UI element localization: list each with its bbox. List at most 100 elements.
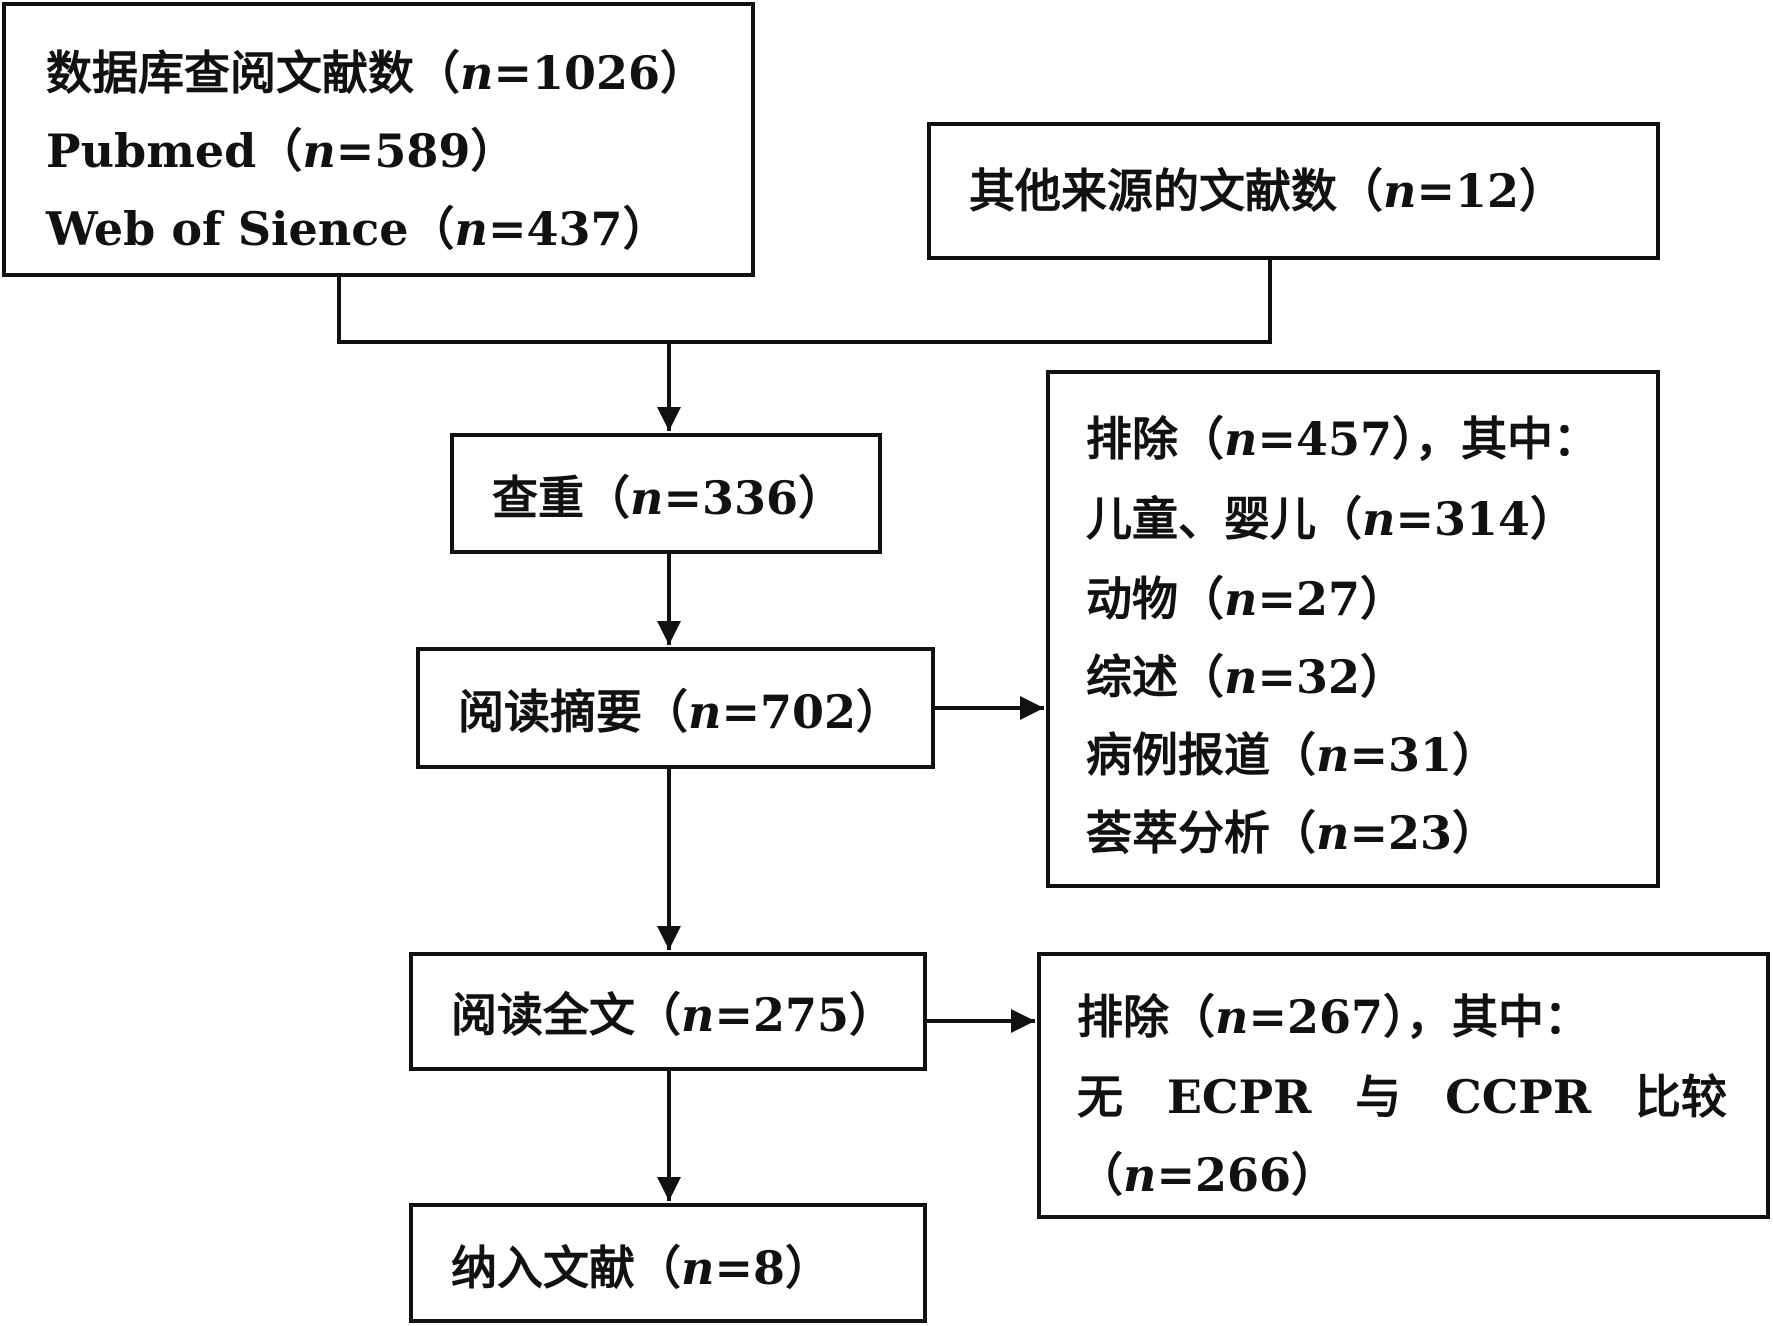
- source-count: 589: [374, 124, 471, 178]
- pubmed-line: Pubmed（n=589）: [46, 128, 516, 174]
- n-symbol: n: [681, 1241, 715, 1295]
- dedup-count: 336: [702, 471, 799, 525]
- reason-count: 31: [1388, 728, 1453, 782]
- exclusion-count: 457: [1296, 412, 1393, 466]
- n-symbol: n: [302, 124, 336, 178]
- paren-close: ）: [1530, 492, 1577, 546]
- deduplication-box: 查重（n=336）: [450, 433, 882, 554]
- exclusion-suffix: ，其中：: [1406, 990, 1591, 1044]
- equals: =: [1156, 1148, 1195, 1202]
- dedup-line: 查重（n=336）: [492, 475, 844, 521]
- included-count: 8: [753, 1241, 786, 1295]
- reason-word: 与: [1355, 1070, 1402, 1124]
- equals: =: [714, 988, 753, 1042]
- paren-open: （: [635, 988, 681, 1042]
- reason-count: 266: [1195, 1148, 1292, 1202]
- paren-close: ）: [1452, 728, 1499, 782]
- paren-close: ）: [470, 124, 517, 178]
- paren-close: ）: [660, 46, 707, 100]
- other-sources-line: 其他来源的文献数（n=12）: [969, 168, 1565, 214]
- paren-open: （: [1316, 492, 1362, 546]
- n-symbol: n: [1224, 412, 1258, 466]
- paren-open: （: [256, 124, 303, 178]
- reason-label: 荟萃分析: [1086, 806, 1270, 860]
- exclusion-reason: 动物（n=27）: [1086, 576, 1406, 622]
- n-symbol: n: [1383, 164, 1417, 218]
- equals: =: [493, 46, 532, 100]
- abstract-exclusion-box: 排除（n=457），其中： 儿童、婴儿（n=314） 动物（n=27） 综述（n…: [1046, 370, 1660, 888]
- exclusion-reason: 病例报道（n=31）: [1086, 732, 1498, 778]
- other-sources-title: 其他来源的文献数: [969, 164, 1337, 218]
- paren-close: ）: [1291, 1148, 1338, 1202]
- paren-close: ）: [622, 202, 669, 256]
- n-symbol: n: [1224, 650, 1258, 704]
- exclusion-count: 267: [1287, 990, 1384, 1044]
- paren-close: ）: [849, 988, 896, 1042]
- n-symbol: n: [681, 988, 715, 1042]
- paren-open: （: [584, 471, 630, 525]
- fulltext-count: 275: [753, 988, 850, 1042]
- abstract-line: 阅读摘要（n=702）: [458, 689, 902, 735]
- paren-close: ）: [1392, 412, 1416, 466]
- paren-open: （: [1178, 412, 1224, 466]
- exclusion1-header: 排除（n=457），其中：: [1086, 416, 1599, 462]
- paren-open: （: [1270, 728, 1316, 782]
- n-symbol: n: [1316, 728, 1350, 782]
- reason-count: 314: [1434, 492, 1531, 546]
- paren-open: （: [1169, 990, 1215, 1044]
- equals: =: [663, 471, 702, 525]
- source-name: Web of Sience: [46, 202, 409, 256]
- reason-word: ECPR: [1166, 1070, 1312, 1124]
- database-total-line: 数据库查阅文献数（n=1026）: [46, 50, 706, 96]
- fulltext-title: 阅读全文: [451, 988, 635, 1042]
- paren-open: （: [1077, 1148, 1123, 1202]
- reason-label: 综述: [1086, 650, 1178, 704]
- equals: =: [1349, 728, 1388, 782]
- exclusion2-reason-count-line: （n=266）: [1077, 1152, 1337, 1198]
- other-sources-count: 12: [1455, 164, 1520, 218]
- source-count: 437: [526, 202, 623, 256]
- dedup-title: 查重: [492, 471, 584, 525]
- equals: =: [487, 202, 527, 256]
- exclusion2-reason: 无 ECPR 与 CCPR 比较: [1077, 1074, 1727, 1120]
- paren-open: （: [408, 202, 455, 256]
- reason-label: 病例报道: [1086, 728, 1270, 782]
- fulltext-review-box: 阅读全文（n=275）: [409, 952, 927, 1071]
- exclusion2-header: 排除（n=267），其中：: [1077, 994, 1590, 1040]
- database-count: 1026: [532, 46, 661, 100]
- n-symbol: n: [688, 685, 722, 739]
- reason-count: 23: [1388, 806, 1453, 860]
- source-name: Pubmed: [46, 124, 257, 178]
- paren-close: ）: [1360, 572, 1407, 626]
- exclusion-title: 排除: [1077, 990, 1169, 1044]
- abstract-screening-box: 阅读摘要（n=702）: [416, 647, 935, 769]
- exclusion-suffix: ，其中：: [1415, 412, 1600, 466]
- web-of-science-line: Web of Sience（n=437）: [46, 206, 669, 252]
- included-line: 纳入文献（n=8）: [451, 1245, 831, 1291]
- abstract-title: 阅读摘要: [458, 685, 642, 739]
- equals: =: [1395, 492, 1434, 546]
- exclusion-reason: 综述（n=32）: [1086, 654, 1406, 700]
- database-records-box: 数据库查阅文献数（n=1026） Pubmed（n=589） Web of Si…: [2, 2, 755, 277]
- paren-close: ）: [1383, 990, 1407, 1044]
- equals: =: [714, 1241, 753, 1295]
- included-title: 纳入文献: [451, 1241, 635, 1295]
- n-symbol: n: [460, 46, 494, 100]
- reason-word: 无: [1077, 1070, 1123, 1124]
- paren-open: （: [1337, 164, 1383, 218]
- paren-close: ）: [1452, 806, 1499, 860]
- paren-open: （: [1178, 650, 1224, 704]
- paren-open: （: [642, 685, 688, 739]
- exclusion-reason: 荟萃分析（n=23）: [1086, 810, 1498, 856]
- paren-open: （: [414, 46, 460, 100]
- paren-close: ）: [785, 1241, 832, 1295]
- n-symbol: n: [1224, 572, 1258, 626]
- paren-open: （: [1178, 572, 1224, 626]
- paren-close: ）: [856, 685, 903, 739]
- fulltext-exclusion-box: 排除（n=267），其中： 无 ECPR 与 CCPR 比较 （n=266）: [1037, 952, 1770, 1219]
- equals: =: [1257, 650, 1296, 704]
- equals: =: [335, 124, 375, 178]
- n-symbol: n: [1215, 990, 1249, 1044]
- reason-word: CCPR: [1445, 1070, 1592, 1124]
- reason-label: 儿童、婴儿: [1086, 492, 1316, 546]
